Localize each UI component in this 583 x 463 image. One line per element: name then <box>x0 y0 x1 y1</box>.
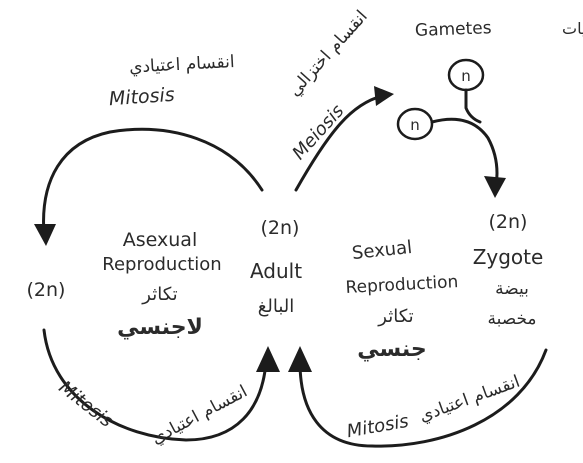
sexual-en-line2: Reproduction <box>345 272 459 298</box>
asexual-ar-line2: لاجنسي <box>117 315 203 340</box>
asexual-en-line1: Asexual <box>123 229 197 251</box>
gametes-label-ar: كميات <box>562 19 583 38</box>
adult-ar: البالغ <box>258 296 294 317</box>
gamete-circle-bottom: n <box>396 107 434 141</box>
asexual-ar-line1: تكاثر <box>141 284 177 305</box>
mitosis-bottom-right-arrow <box>298 348 548 448</box>
gamete-merge-line-top <box>464 88 482 124</box>
mitosis-bottom-left-arrow <box>42 328 268 442</box>
meiosis-arrowhead <box>374 86 394 106</box>
mitosis-bottom-right-ar: انقسام اعتيادي <box>417 372 523 427</box>
gamete-merge-line-bottom <box>430 117 499 188</box>
sexual-en-line1: Sexual <box>351 237 413 264</box>
zygote-ar-line1: بيضة <box>495 279 529 299</box>
gamete-circle-top: n <box>447 58 485 92</box>
adult-ploidy: (2n) <box>261 217 300 239</box>
adult-en: Adult <box>250 259 302 283</box>
left-cell-ploidy: (2n) <box>27 279 66 301</box>
zygote-arrowhead <box>484 176 506 198</box>
zygote-ar-line2: مخصبة <box>487 309 536 329</box>
mitosis-bottom-left-arrowhead <box>256 346 280 372</box>
zygote-en: Zygote <box>473 245 544 269</box>
mitosis-top-ar: انقسام اعتيادي <box>129 52 235 77</box>
asexual-en-line2: Reproduction <box>102 254 221 275</box>
mitosis-bottom-left-en: Mitosis <box>55 377 117 432</box>
meiosis-arrow <box>294 94 384 192</box>
zygote-ploidy: (2n) <box>489 211 528 233</box>
sexual-ar-line2: جنسي <box>357 337 426 362</box>
gametes-label-en: Gametes <box>415 18 492 41</box>
mitosis-bottom-right-arrowhead <box>288 346 312 372</box>
gamete-circle-top-label: n <box>461 67 471 85</box>
mitosis-bottom-right-en: Mitosis <box>345 411 410 443</box>
sexual-ar-line1: تكاثر <box>377 306 413 327</box>
mitosis-top-arrow <box>42 127 264 236</box>
gamete-circle-bottom-label: n <box>410 116 420 134</box>
meiosis-ar: انقسام اختزالي <box>285 7 372 101</box>
mitosis-top-en: Mitosis <box>108 84 175 111</box>
mitosis-top-arrowhead <box>34 224 56 246</box>
